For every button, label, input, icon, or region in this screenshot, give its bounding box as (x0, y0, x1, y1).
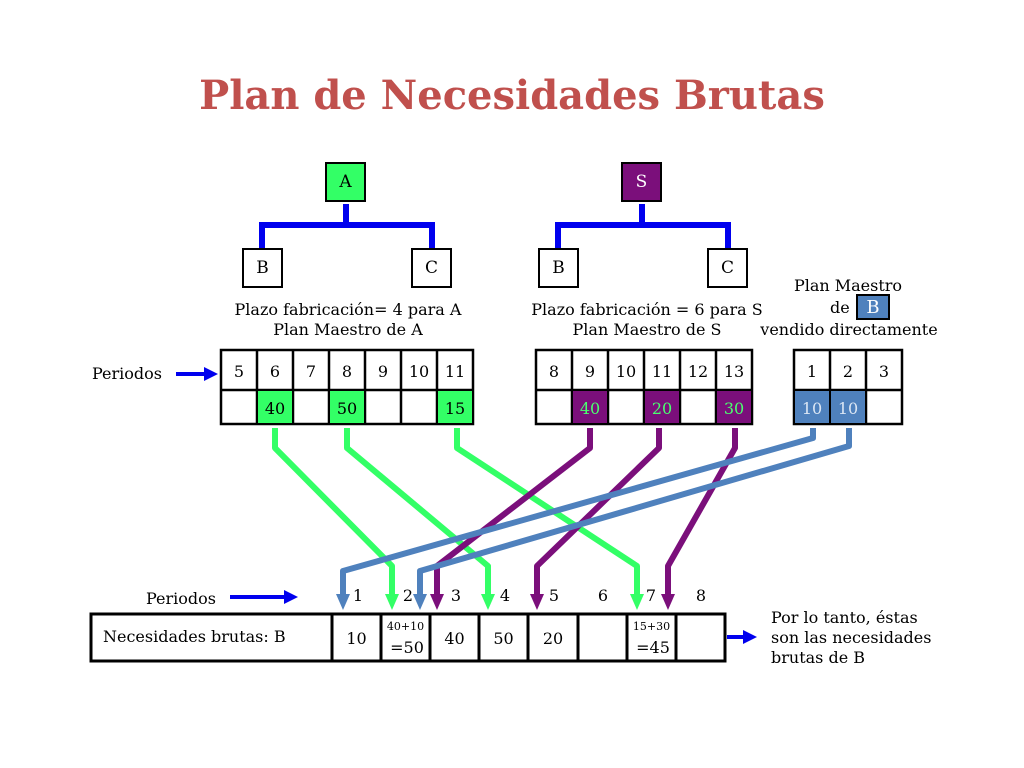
table-s-period: 11 (651, 362, 673, 381)
purple-arrowheads (430, 594, 675, 610)
plan-b-line3: vendido directamente (760, 320, 938, 339)
gross-req-cell-main: 10 (346, 629, 367, 648)
bottom-period: 6 (597, 586, 609, 605)
blue-arrowheads (336, 594, 427, 610)
tree-a-parent-label: A (339, 172, 352, 192)
tree-s-parent-node: S (621, 162, 662, 202)
gross-req-cell-main: =50 (390, 638, 424, 657)
tree-a-note-line1: Plazo fabricación= 4 para A (234, 300, 462, 319)
table-a-period: 9 (377, 362, 389, 381)
tree-s-right-node: C (707, 248, 748, 288)
plan-b-line2-prefix: de (830, 298, 850, 317)
tree-s-parent-label: S (635, 172, 648, 192)
gross-req-cell-main: 50 (493, 629, 514, 648)
gross-req-cell-formula: 40+10 (386, 620, 425, 633)
plan-b-badge: B (856, 294, 890, 320)
table-s-fills (573, 391, 751, 423)
table-a-quantity: 40 (264, 399, 286, 418)
bottom-period: 1 (352, 586, 364, 605)
periods-label-bottom: Periodos (146, 589, 216, 608)
table-s-period: 13 (723, 362, 745, 381)
tree-a-parent-node: A (325, 162, 366, 202)
bottom-period: 5 (548, 586, 560, 605)
periods-arrows (176, 367, 757, 644)
tree-a-lines (259, 204, 435, 250)
table-b-quantity: 10 (801, 399, 823, 418)
table-b-period: 3 (878, 362, 890, 381)
table-a (219, 348, 475, 426)
purple-connectors (434, 428, 738, 596)
bottom-period: 3 (450, 586, 462, 605)
table-a-period: 8 (341, 362, 353, 381)
tree-s-left-label: B (552, 258, 565, 278)
table-b (792, 348, 904, 426)
tree-s-right-label: C (720, 258, 734, 278)
table-s-quantity: 20 (651, 399, 673, 418)
tree-s-note-line2: Plan Maestro de S (572, 320, 722, 339)
table-b-period: 2 (842, 362, 854, 381)
table-s-period: 12 (687, 362, 709, 381)
plan-b-line1: Plan Maestro (793, 276, 903, 295)
tree-a-left-node: B (242, 248, 283, 288)
periods-label-top: Periodos (92, 364, 162, 383)
tree-s-left-node: B (538, 248, 579, 288)
table-s-quantity: 30 (723, 399, 745, 418)
tree-a-right-node: C (411, 248, 452, 288)
bottom-table (89, 612, 727, 663)
gross-req-cell-main: 40 (444, 629, 465, 648)
table-b-quantity: 10 (837, 399, 859, 418)
table-s-period: 9 (584, 362, 596, 381)
conclusion-line1: Por lo tanto, éstas (771, 608, 918, 627)
gross-req-cell-formula: 15+30 (632, 620, 671, 633)
gross-req-cell-main: =45 (636, 638, 670, 657)
table-a-quantity: 50 (336, 399, 358, 418)
table-s-period: 8 (548, 362, 560, 381)
conclusion-line2: son las necesidades (771, 628, 932, 647)
table-a-period: 7 (305, 362, 317, 381)
page-title: Plan de Necesidades Brutas (199, 72, 825, 119)
table-a-fills (258, 391, 472, 423)
bottom-period: 8 (695, 586, 707, 605)
tree-a-left-label: B (256, 258, 269, 278)
blue-connectors (340, 428, 852, 596)
tree-a-note-line2: Plan Maestro de A (273, 320, 423, 339)
table-a-period: 10 (408, 362, 430, 381)
gross-requirements-label: Necesidades brutas: B (103, 627, 286, 646)
green-connectors (272, 428, 640, 596)
bottom-period: 4 (499, 586, 511, 605)
conclusion-line3: brutas de B (771, 648, 866, 667)
bottom-period: 2 (402, 586, 414, 605)
table-a-period: 5 (233, 362, 245, 381)
table-s (534, 348, 754, 426)
tree-a-right-label: C (424, 258, 438, 278)
plan-b-badge-label: B (866, 296, 880, 318)
table-b-fills (795, 391, 865, 423)
table-b-period: 1 (806, 362, 818, 381)
table-a-period: 6 (269, 362, 281, 381)
table-a-period: 11 (444, 362, 466, 381)
tree-s-lines (555, 204, 731, 250)
table-a-quantity: 15 (444, 399, 466, 418)
bottom-period: 7 (645, 586, 657, 605)
table-s-quantity: 40 (579, 399, 601, 418)
table-s-period: 10 (615, 362, 637, 381)
green-arrowheads (385, 594, 644, 610)
tree-s-note-line1: Plazo fabricación = 6 para S (531, 300, 763, 319)
gross-req-cell-main: 20 (542, 629, 564, 648)
